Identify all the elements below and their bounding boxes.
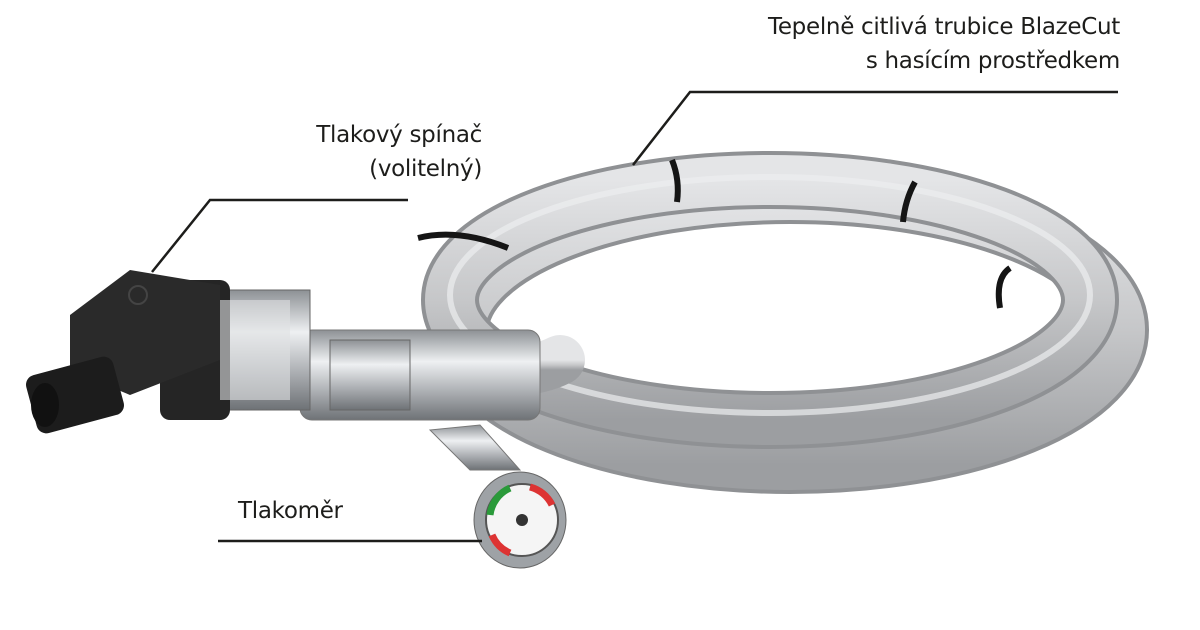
tube-callout-line [632,90,1118,166]
tube-label-line2: s hasícím prostředkem [865,48,1120,74]
switch-label-line2: (volitelný) [369,156,482,182]
pressure-switch [26,270,311,434]
metal-coupling [299,329,541,471]
switch-callout-line [151,198,408,273]
switch-callout-label: Tlakový spínač (volitelný) [316,118,482,186]
tube-callout-label: Tepelně citlivá trubice BlazeCut s hasíc… [768,10,1120,78]
tube-coil [421,151,1149,494]
callout-lines [151,90,1118,543]
switch-label-line1: Tlakový spínač [316,122,482,148]
tube-label-line1: Tepelně citlivá trubice BlazeCut [767,14,1120,40]
gauge-callout-label: Tlakoměr [238,498,343,524]
pressure-gauge [473,471,567,569]
cable-ties [417,158,1012,309]
